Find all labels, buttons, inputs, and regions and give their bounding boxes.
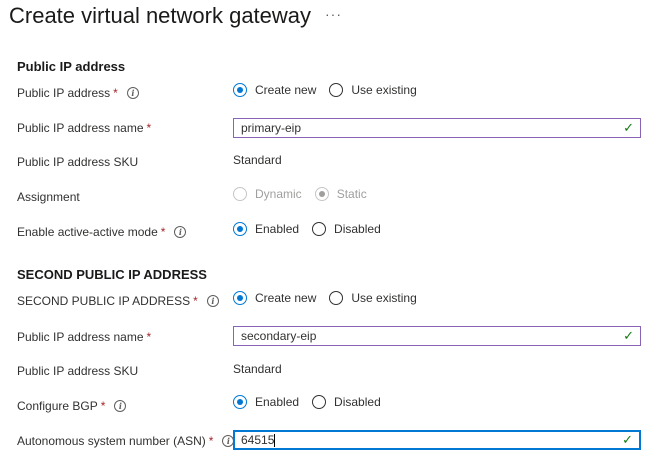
active-active-radio-group: Enabled Disabled <box>233 222 394 236</box>
radio-disabled[interactable]: Disabled <box>312 222 381 236</box>
asn-input[interactable]: 64515 ✓ <box>233 430 641 450</box>
required-marker: * <box>160 225 166 239</box>
checkmark-icon: ✓ <box>622 432 633 447</box>
radio-button-checked[interactable] <box>233 395 247 409</box>
public-ip-sku-label: Public IP address SKU <box>17 155 139 169</box>
active-active-label: Enable active-active mode * i <box>17 225 187 239</box>
info-icon[interactable]: i <box>174 226 187 238</box>
required-marker: * <box>208 434 214 448</box>
radio-button-checked[interactable] <box>233 222 247 236</box>
assignment-label: Assignment <box>17 190 80 204</box>
asn-label: Autonomous system number (ASN) * i <box>17 434 235 448</box>
second-public-ip-sku-label: Public IP address SKU <box>17 364 139 378</box>
radio-use-existing[interactable]: Use existing <box>329 83 417 97</box>
radio-button-checked[interactable] <box>233 291 247 305</box>
configure-bgp-radio-group: Enabled Disabled <box>233 395 394 409</box>
required-marker: * <box>113 86 118 100</box>
radio-create-new[interactable]: Create new <box>233 291 316 305</box>
public-ip-name-input[interactable]: primary-eip ✓ <box>233 118 641 138</box>
second-public-ip-name-label: Public IP address name * <box>17 330 152 344</box>
radio-button[interactable] <box>329 83 344 97</box>
more-options-icon[interactable]: ··· <box>325 6 342 22</box>
required-marker: * <box>100 399 106 413</box>
checkmark-icon: ✓ <box>623 328 634 343</box>
radio-use-existing[interactable]: Use existing <box>329 291 417 305</box>
radio-enabled[interactable]: Enabled <box>233 222 299 236</box>
public-ip-label: Public IP address * i <box>17 86 139 100</box>
second-public-ip-label: SECOND PUBLIC IP ADDRESS * i <box>17 294 219 308</box>
asn-value: 64515 <box>241 432 275 447</box>
radio-static: Static <box>314 187 367 201</box>
info-icon[interactable]: i <box>114 400 127 412</box>
assignment-radio-group: Dynamic Static <box>233 187 380 201</box>
required-marker: * <box>146 121 152 135</box>
radio-create-new[interactable]: Create new <box>233 83 316 97</box>
info-icon[interactable]: i <box>126 87 139 99</box>
radio-button-disabled <box>233 187 247 201</box>
text-caret <box>274 434 276 448</box>
radio-button-disabled-checked <box>314 187 329 201</box>
configure-bgp-label: Configure BGP * i <box>17 399 127 413</box>
second-public-ip-name-input[interactable]: secondary-eip ✓ <box>233 326 641 346</box>
public-ip-name-label: Public IP address name * <box>17 121 152 135</box>
radio-button[interactable] <box>329 291 344 305</box>
checkmark-icon: ✓ <box>623 120 634 135</box>
second-public-ip-radio-group: Create new Use existing <box>233 291 430 305</box>
radio-dynamic: Dynamic <box>233 187 302 201</box>
radio-disabled[interactable]: Disabled <box>312 395 381 409</box>
public-ip-radio-group: Create new Use existing <box>233 83 430 97</box>
radio-button-checked[interactable] <box>233 83 247 97</box>
section-title-second-public-ip: SECOND PUBLIC IP ADDRESS <box>17 267 207 282</box>
radio-button[interactable] <box>312 395 327 409</box>
info-icon[interactable]: i <box>206 295 219 307</box>
second-public-ip-sku-value: Standard <box>233 362 282 376</box>
page-title: Create virtual network gateway <box>9 3 312 28</box>
radio-enabled[interactable]: Enabled <box>233 395 299 409</box>
section-title-public-ip: Public IP address <box>17 59 126 74</box>
required-marker: * <box>193 294 198 308</box>
radio-button[interactable] <box>312 222 327 236</box>
public-ip-sku-value: Standard <box>233 153 282 167</box>
required-marker: * <box>146 330 152 344</box>
